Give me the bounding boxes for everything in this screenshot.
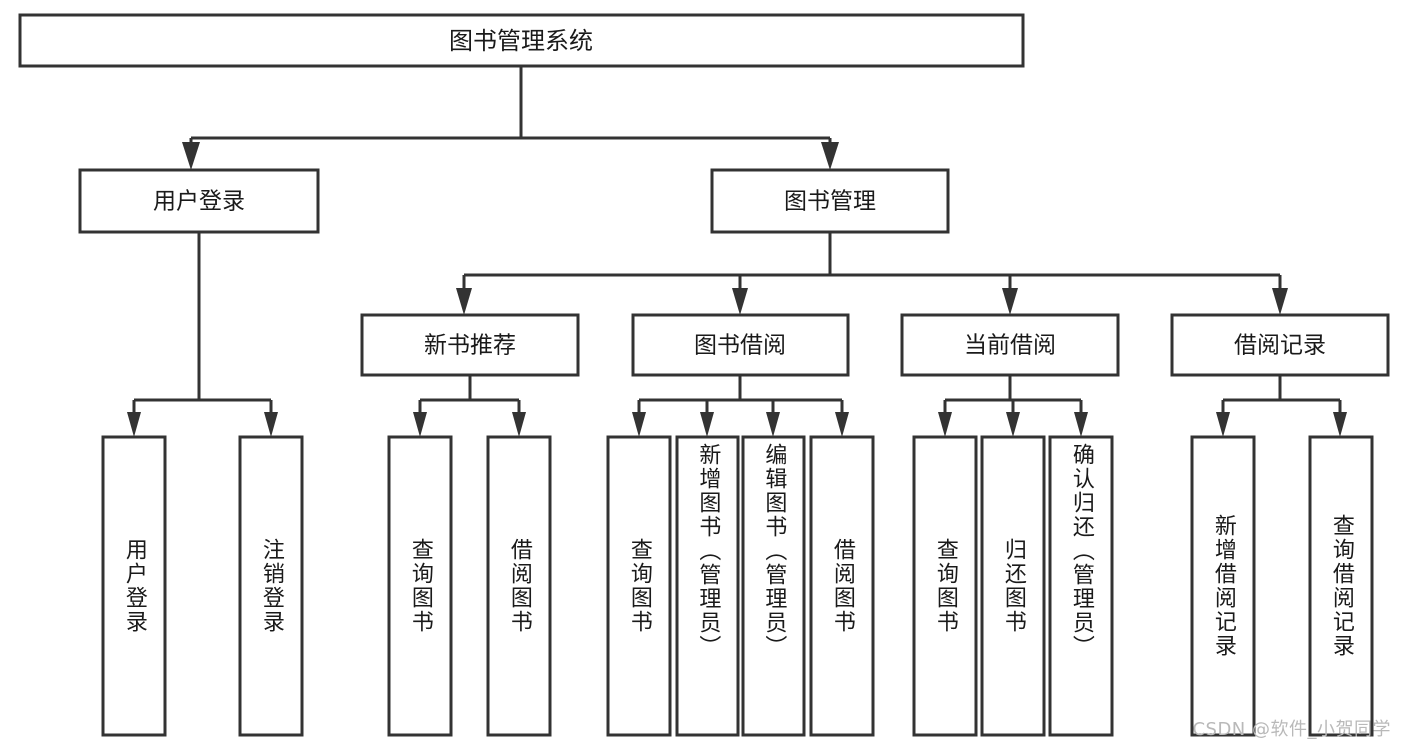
arrow-head-borrow-records (1272, 288, 1288, 315)
leaf-box-query-borrow-record[interactable] (1308, 435, 1374, 737)
leaf-box-add-borrow-record[interactable] (1190, 435, 1256, 737)
arrow-head-currentborrow-leaf1 (938, 412, 952, 437)
arrow-head-current-borrow (1002, 288, 1018, 315)
node-book-borrow[interactable]: 图书借阅 (631, 313, 850, 377)
arrow-head-borrowrecords-leaf2 (1333, 412, 1347, 437)
connector-group-new-book (413, 375, 526, 437)
node-user-login-label: 用户登录 (153, 189, 245, 215)
leaf-boxes-user-login (101, 435, 304, 737)
leaf-box-edit-book-admin[interactable] (741, 435, 806, 737)
leaf-box-confirm-return-admin[interactable] (1048, 435, 1114, 737)
node-book-management[interactable]: 图书管理 (710, 168, 950, 234)
connector-group-current-borrow (938, 375, 1088, 437)
node-user-login[interactable]: 用户登录 (78, 168, 320, 234)
leaf-boxes-current-borrow (912, 435, 1114, 737)
node-root-system-label: 图书管理系统 (449, 27, 593, 55)
node-book-management-box (710, 168, 950, 234)
leaf-box-return-book[interactable] (980, 435, 1046, 737)
connector-group-root (182, 66, 839, 170)
node-new-book-recommend-label: 新书推荐 (424, 333, 516, 359)
arrow-head-new-book (456, 288, 472, 315)
leaf-box-borrow-book-1[interactable] (486, 435, 552, 737)
leaf-boxes-new-book-recommend (387, 435, 552, 737)
leaf-boxes-borrow-records (1190, 435, 1374, 737)
arrow-head-newbook-leaf2 (512, 412, 526, 437)
leaf-boxes-book-borrow (606, 435, 875, 737)
arrow-head-bookborrow-leaf2 (700, 412, 714, 437)
connector-group-borrow-records (1216, 375, 1347, 437)
leaf-box-query-book-3[interactable] (912, 435, 978, 737)
node-current-borrow[interactable]: 当前借阅 (900, 313, 1120, 377)
watermark-text: CSDN @软件_小贺同学 (1192, 719, 1391, 740)
arrow-head-bookborrow-leaf3 (766, 412, 780, 437)
arrow-head-book-borrow (732, 288, 748, 315)
node-borrow-records-label: 借阅记录 (1234, 333, 1326, 359)
connector-group-book-mgmt (456, 232, 1288, 315)
node-borrow-records-box (1170, 313, 1390, 377)
node-book-borrow-box (631, 313, 850, 377)
leaf-box-query-book-2[interactable] (606, 435, 672, 737)
connector-group-user-login (127, 232, 278, 437)
leaf-box-query-book-1[interactable] (387, 435, 453, 737)
node-book-borrow-label: 图书借阅 (694, 333, 786, 359)
node-new-book-recommend-box (360, 313, 580, 377)
node-borrow-records[interactable]: 借阅记录 (1170, 313, 1390, 377)
leaf-box-borrow-book-2[interactable] (809, 435, 875, 737)
arrow-head-currentborrow-leaf3 (1074, 412, 1088, 437)
arrow-head-bookborrow-leaf4 (835, 412, 849, 437)
node-root-system[interactable]: 图书管理系统 (18, 13, 1025, 68)
node-root-system-box (18, 13, 1025, 68)
arrow-head-leaf-user-login (127, 412, 141, 437)
connector-group-book-borrow (632, 375, 849, 437)
arrow-head-currentborrow-leaf2 (1006, 412, 1020, 437)
leaf-box-logout[interactable] (238, 435, 304, 737)
arrow-head-newbook-leaf1 (413, 412, 427, 437)
arrow-head-book-mgmt (821, 142, 839, 170)
node-book-management-label: 图书管理 (784, 189, 876, 215)
arrow-head-user-login (182, 142, 200, 170)
arrow-head-bookborrow-leaf1 (632, 412, 646, 437)
arrow-head-leaf-logout (264, 412, 278, 437)
node-new-book-recommend[interactable]: 新书推荐 (360, 313, 580, 377)
node-current-borrow-label: 当前借阅 (964, 333, 1056, 359)
leaf-box-add-book-admin[interactable] (675, 435, 740, 737)
node-current-borrow-box (900, 313, 1120, 377)
leaf-box-user-login[interactable] (101, 435, 167, 737)
node-user-login-box (78, 168, 320, 234)
arrow-head-borrowrecords-leaf1 (1216, 412, 1230, 437)
